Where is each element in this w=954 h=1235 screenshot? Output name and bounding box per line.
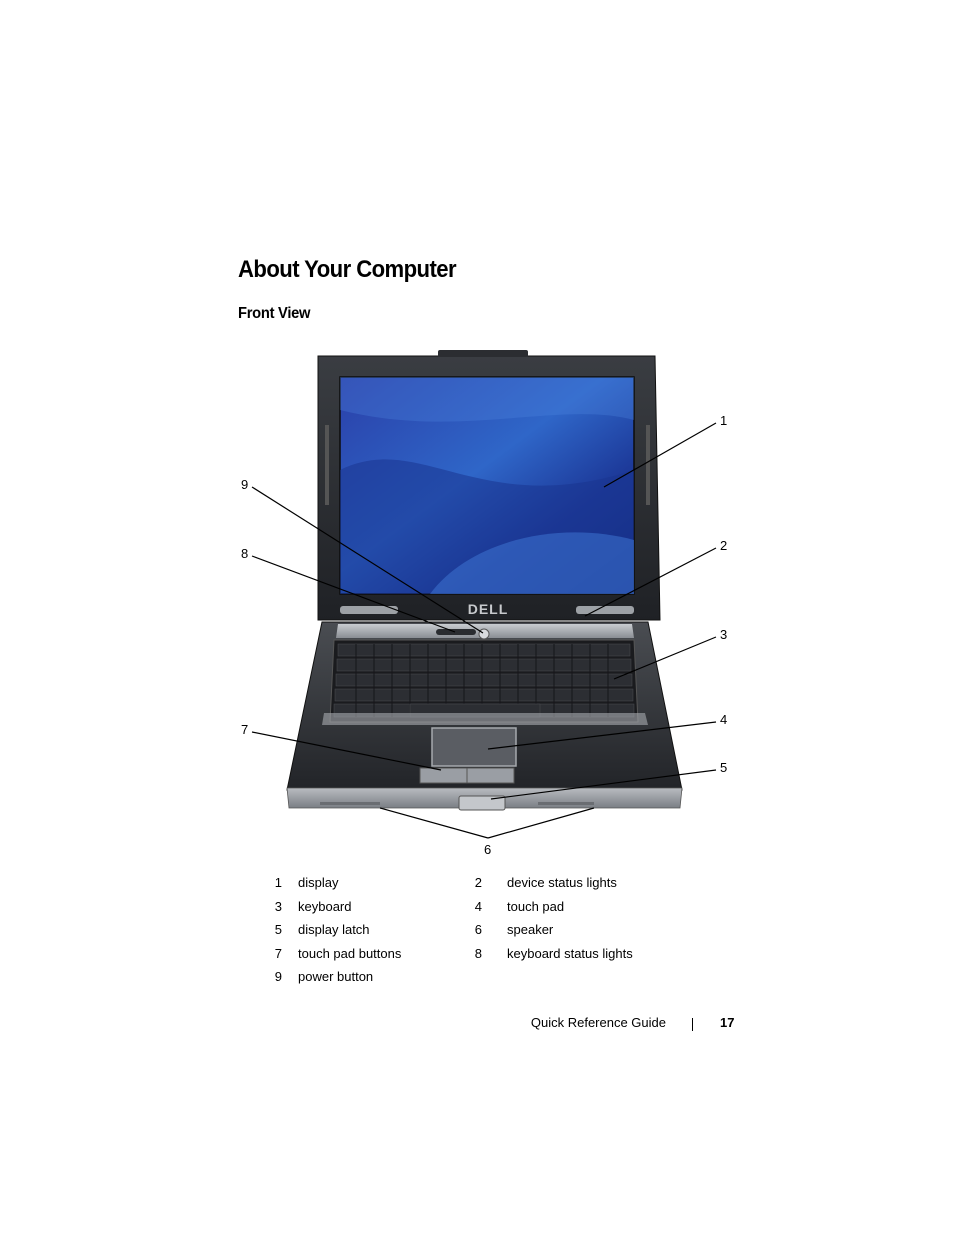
legend-number: 5 <box>274 922 282 937</box>
page-footer: Quick Reference Guide 17 <box>0 1015 954 1035</box>
legend-number: 3 <box>274 898 282 914</box>
callout-lines <box>251 422 717 839</box>
figure-legend: 1 display 2 device status lights 3 keybo… <box>270 875 690 993</box>
legend-number: 9 <box>274 969 282 984</box>
display-lid: DELL <box>317 350 661 621</box>
callout-2: 2 <box>720 538 728 553</box>
legend-row: 1 display 2 device status lights <box>270 875 690 899</box>
legend-row: 7 touch pad buttons 8 keyboard status li… <box>270 946 690 970</box>
speaker-left <box>320 802 380 805</box>
legend-number: 7 <box>274 945 282 961</box>
footer-guide-title: Quick Reference Guide <box>530 1015 666 1030</box>
legend-label: keyboard status lights <box>507 945 633 961</box>
legend-label: display latch <box>298 922 370 937</box>
footer-separator <box>692 1018 693 1031</box>
legend-label: display <box>298 875 339 890</box>
callout-8: 8 <box>241 546 249 561</box>
page-number: 17 <box>720 1015 735 1030</box>
legend-label: touch pad buttons <box>298 945 402 961</box>
callout-4: 4 <box>720 712 728 727</box>
legend-label: power button <box>298 969 374 984</box>
display-latch <box>458 795 506 811</box>
legend-label: touch pad <box>507 898 565 914</box>
callout-6: 6 <box>484 842 492 857</box>
power-button <box>478 628 490 640</box>
legend-number: 1 <box>274 875 282 890</box>
callout-5: 5 <box>720 760 728 775</box>
laptop-front-view-figure: DELL <box>230 345 740 865</box>
callout-3: 3 <box>720 627 728 642</box>
laptop-illustration: DELL <box>251 350 717 839</box>
legend-number: 2 <box>474 875 482 890</box>
legend-label: speaker <box>507 922 554 937</box>
legend-number: 4 <box>474 898 482 914</box>
legend-row: 9 power button <box>270 969 690 993</box>
section-title: Front View <box>238 305 311 322</box>
callout-7: 7 <box>241 722 249 737</box>
page-title: About Your Computer <box>238 256 457 283</box>
laptop-base <box>286 621 683 811</box>
speaker-right <box>538 802 594 805</box>
legend-number: 8 <box>474 945 482 961</box>
legend-number: 6 <box>474 922 482 937</box>
legend-label: device status lights <box>507 875 617 890</box>
callout-9: 9 <box>241 477 249 492</box>
legend-row: 5 display latch 6 speaker <box>270 922 690 946</box>
legend-label: keyboard <box>298 898 352 914</box>
legend-row: 3 keyboard 4 touch pad <box>270 899 690 923</box>
callout-1: 1 <box>720 413 728 428</box>
dell-logo: DELL <box>468 601 509 617</box>
